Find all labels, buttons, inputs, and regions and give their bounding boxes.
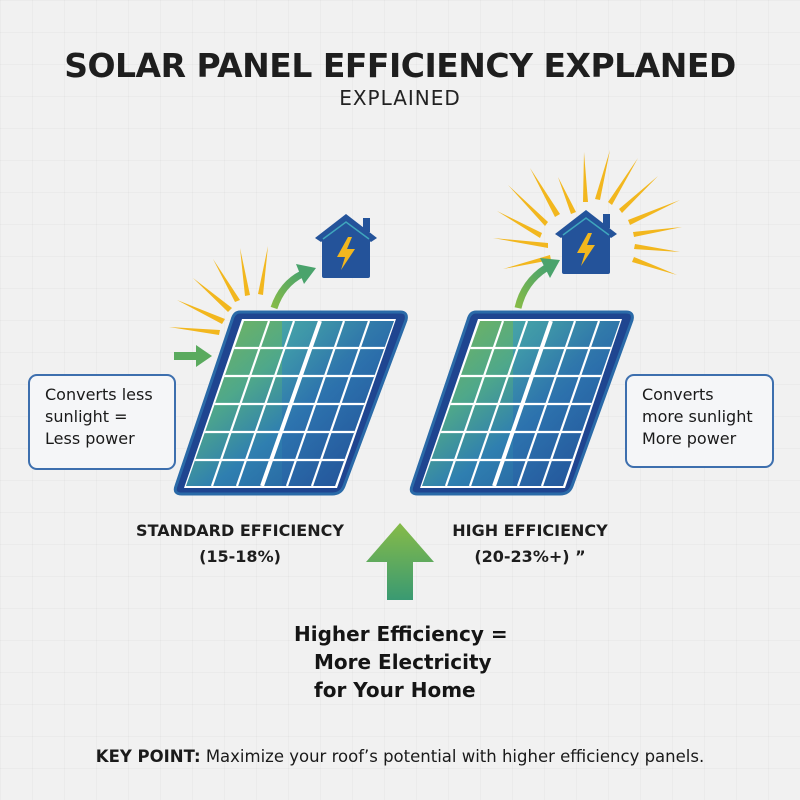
callout-line: Less power [45, 429, 135, 448]
page-subtitle: EXPLAINED [339, 86, 461, 110]
energy-arrow-icon [270, 264, 316, 310]
standard-efficiency-label: STANDARD EFFICIENCY (15-18%) [120, 518, 360, 570]
high-efficiency-title: HIGH EFFICIENCY [452, 521, 608, 540]
callout-line: sunlight = [45, 407, 128, 426]
conclusion-text: Higher Efficiency = More Electricity for… [240, 620, 560, 704]
callout-line: more sunlight [642, 407, 753, 426]
key-point: KEY POINT: Maximize your roof’s potentia… [0, 747, 800, 766]
high-callout: Converts more sunlight More power [625, 374, 774, 468]
conclusion-line: Higher Efficiency = [294, 622, 508, 646]
up-arrow-icon [366, 523, 434, 600]
key-point-label: KEY POINT: [95, 747, 201, 766]
standard-efficiency-range: (15-18%) [199, 547, 281, 566]
high-efficiency-label: HIGH EFFICIENCY (20-23%+) ” [430, 518, 630, 570]
solar-panel-icon [409, 310, 634, 496]
conclusion-line: More Electricity [314, 650, 492, 674]
house-lightning-icon [315, 214, 377, 278]
page-title: SOLAR PANEL EFFICIENCY EXPLANED [64, 46, 736, 85]
callout-line: Converts [642, 385, 714, 404]
energy-arrow-icon [514, 258, 560, 309]
house-lightning-icon [555, 210, 617, 274]
conclusion-line: for Your Home [314, 678, 476, 702]
key-point-text: Maximize your roof’s potential with high… [200, 747, 705, 766]
standard-callout: Converts less sunlight = Less power [28, 374, 176, 470]
callout-line: More power [642, 429, 737, 448]
callout-line: Converts less [45, 385, 153, 404]
sunlight-arrow-icon [174, 345, 212, 367]
high-efficiency-range: (20-23%+) ” [474, 547, 586, 566]
solar-panel-icon [173, 310, 408, 496]
standard-efficiency-title: STANDARD EFFICIENCY [136, 521, 344, 540]
